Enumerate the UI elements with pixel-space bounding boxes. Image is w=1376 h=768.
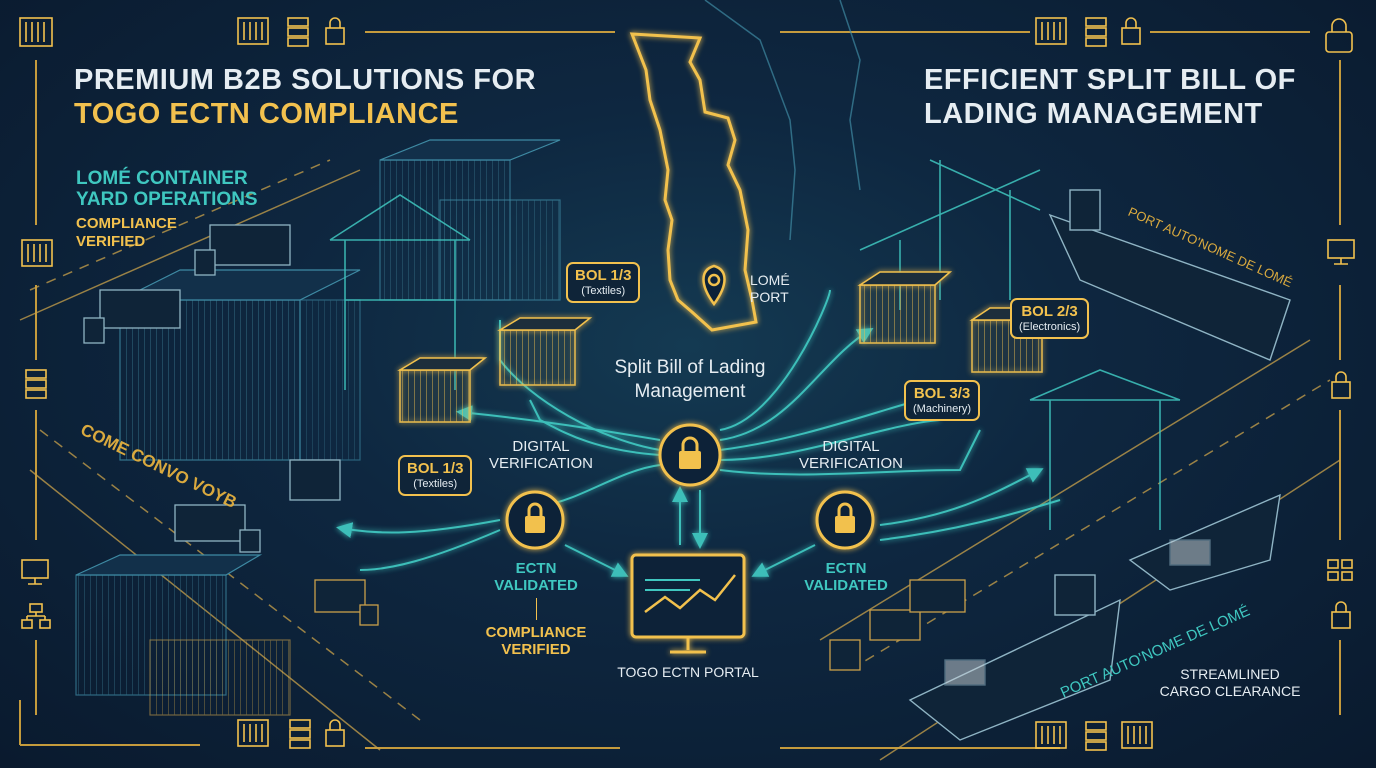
server-icon	[289, 719, 311, 749]
left-ectn-line1: ECTN	[515, 560, 557, 577]
monitor-icon	[1327, 239, 1355, 265]
bol-cargo: (Electronics)	[1019, 321, 1081, 333]
left-ectn-line2: VALIDATED	[494, 577, 578, 594]
bol-bubble-machinery: BOL 3/3 (Machinery)	[904, 380, 981, 421]
yard-title-line2: YARD OPERATIONS	[76, 189, 258, 210]
portal-monitor	[630, 553, 746, 654]
bol-cargo: (Textiles)	[581, 285, 626, 297]
right-verification-line2: VERIFICATION	[799, 455, 903, 472]
headline-right-line1: EFFICIENT SPLIT BILL OF	[924, 64, 1296, 96]
map-port-line1: LOMÉ	[750, 272, 790, 288]
bol-id: BOL 2/3	[1021, 303, 1078, 320]
bol-cargo: (Machinery)	[913, 403, 972, 415]
headline-right-line2: LADING MANAGEMENT	[924, 98, 1263, 130]
bol-bubble-electronics: BOL 2/3 (Electronics)	[1010, 298, 1090, 339]
yard-compliance-line2: VERIFIED	[76, 233, 146, 250]
map-port-line2: PORT	[750, 289, 789, 305]
bol-id: BOL 1/3	[407, 460, 464, 477]
bol-bubble-textiles-top: BOL 1/3 (Textiles)	[566, 262, 641, 303]
border-lines	[704, 0, 861, 241]
hierarchy-icon	[1327, 559, 1353, 581]
left-verification-line2: VERIFICATION	[489, 455, 593, 472]
yard-title-line1: LOMÉ CONTAINER	[76, 168, 248, 189]
container-icon	[1121, 721, 1153, 749]
center-title-line1: Split Bill of Lading	[614, 357, 766, 378]
lock-icon	[1121, 17, 1141, 45]
server-icon	[25, 369, 47, 399]
right-verification-line1: DIGITAL	[822, 438, 880, 455]
container-icon	[237, 17, 269, 45]
container-icon	[1035, 721, 1067, 749]
center-compliance-line2: VERIFIED	[501, 641, 571, 658]
container-icon	[237, 719, 269, 747]
clearance-line1: STREAMLINED	[1180, 666, 1280, 682]
portal-label: TOGO ECTN PORTAL	[617, 664, 759, 680]
right-ectn-line2: VALIDATED	[804, 577, 888, 594]
hierarchy-icon	[21, 603, 51, 629]
server-icon	[1085, 721, 1107, 751]
lock-icon	[325, 719, 345, 747]
map-pin-icon	[702, 264, 726, 307]
server-icon	[1085, 17, 1107, 47]
left-container-stacks	[75, 139, 561, 716]
lock-icon	[505, 490, 565, 550]
bol-id: BOL 1/3	[575, 267, 632, 284]
headline-left-line2: TOGO ECTN COMPLIANCE	[74, 98, 459, 130]
lock-icon	[1325, 18, 1353, 53]
frame-icons	[19, 17, 1355, 751]
lock-icon	[1331, 371, 1351, 399]
bol-cargo: (Textiles)	[413, 478, 458, 490]
container-icon	[19, 17, 53, 47]
center-compliance-line1: COMPLIANCE	[485, 624, 587, 641]
lock-icon	[325, 17, 345, 45]
decorative-frame	[19, 31, 1341, 749]
trucks	[83, 224, 966, 671]
data-flow-lines	[336, 289, 1061, 577]
container-icon	[1035, 17, 1067, 45]
togo-map-outline	[629, 32, 758, 332]
compliance-connector	[536, 598, 537, 620]
right-ectn-line1: ECTN	[825, 560, 867, 577]
lock-icons-glow	[505, 423, 875, 550]
server-icon	[287, 17, 309, 47]
center-title-line2: Management	[634, 381, 746, 402]
bol-bubble-textiles-left: BOL 1/3 (Textiles)	[398, 455, 473, 496]
lock-icon	[815, 490, 875, 550]
container-icon	[21, 239, 53, 267]
ships	[908, 189, 1291, 741]
headline-left-line1: PREMIUM B2B SOLUTIONS FOR	[74, 64, 537, 96]
yard-compliance-line1: COMPLIANCE	[76, 215, 177, 232]
bol-id: BOL 3/3	[913, 385, 971, 402]
lock-icon	[1331, 601, 1351, 629]
clearance-line2: CARGO CLEARANCE	[1159, 683, 1301, 699]
lock-icon	[658, 423, 722, 487]
left-verification-line1: DIGITAL	[512, 438, 570, 455]
monitor-icon	[21, 559, 49, 585]
